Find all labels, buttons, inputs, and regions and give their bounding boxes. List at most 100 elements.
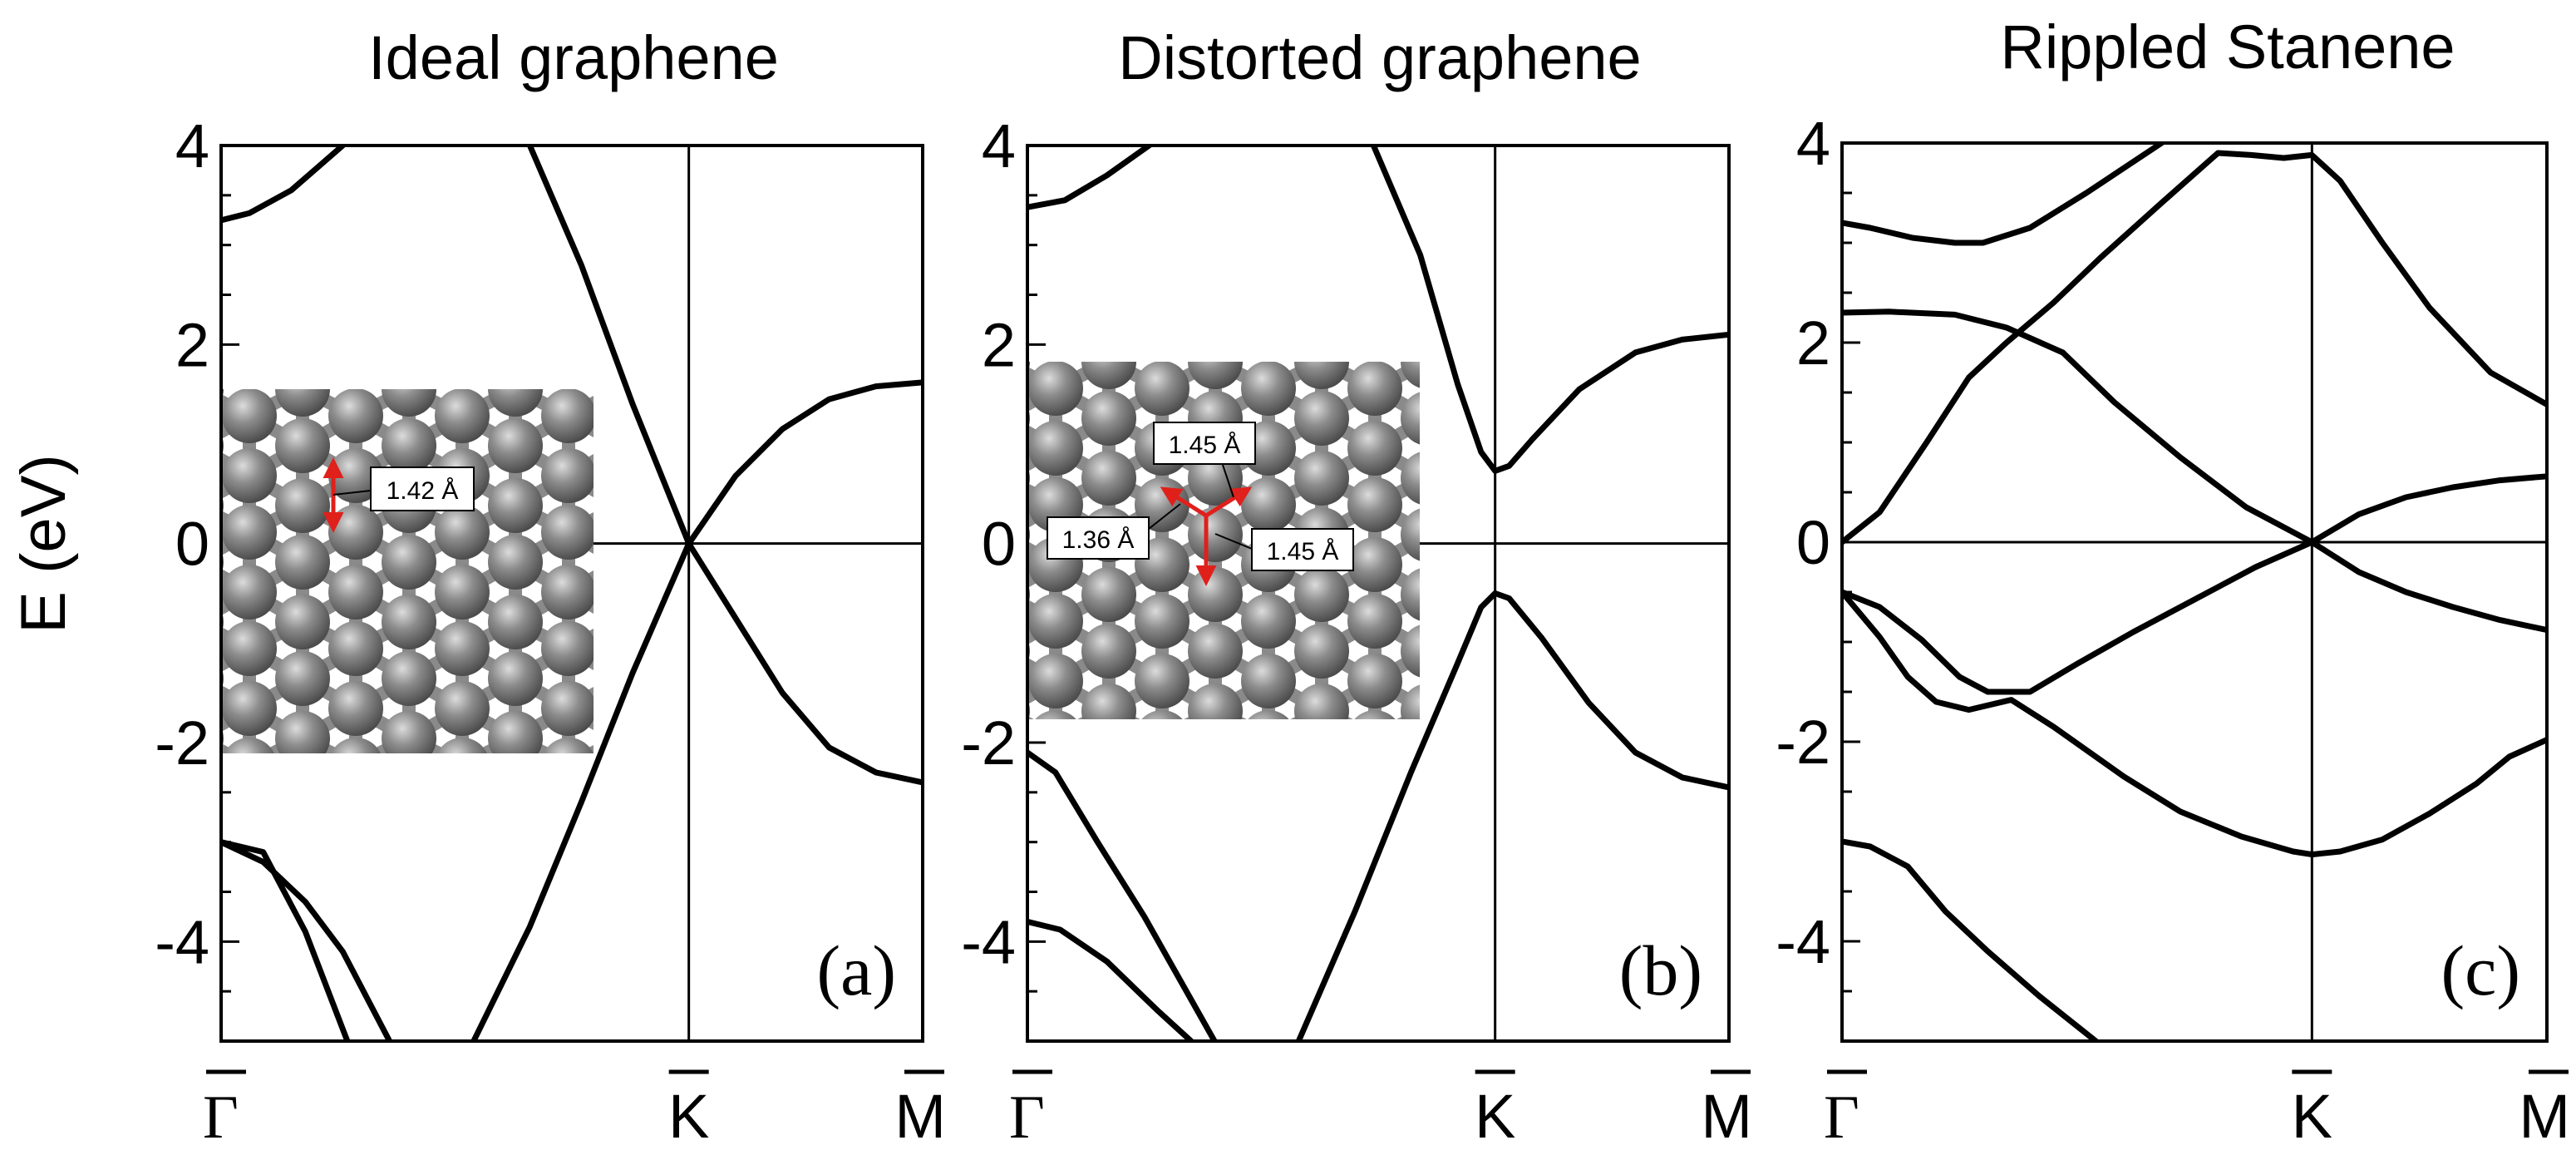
atom: [331, 738, 381, 753]
panel-label: (c): [2441, 930, 2520, 1010]
atom: [382, 595, 436, 649]
label-leader: [1221, 462, 1234, 498]
atom: [1081, 451, 1136, 506]
atom: [1029, 527, 1030, 542]
crystal-inset: 1.42 Å: [223, 389, 594, 753]
atom: [1347, 537, 1402, 592]
atom: [1354, 710, 1396, 719]
atom: [382, 651, 436, 706]
bond-length-arrow: [1160, 486, 1208, 518]
atom: [1029, 594, 1083, 649]
atom: [1294, 391, 1349, 446]
panel-title: Distorted graphene: [1118, 23, 1641, 92]
bond-label: 1.45 Å: [1169, 432, 1241, 459]
atom: [488, 418, 543, 473]
y-tick-label: 4: [982, 111, 1016, 180]
x-tick-label: M: [1701, 1082, 1752, 1151]
band-line-8: [1842, 589, 2547, 858]
band-line-3: [1842, 150, 2547, 545]
atom: [1188, 362, 1243, 389]
band-line-1: [221, 146, 346, 224]
atom: [223, 389, 277, 443]
y-tick-label: 0: [982, 510, 1016, 579]
atom: [544, 738, 594, 753]
atom: [488, 535, 543, 590]
atom: [437, 738, 487, 753]
band-line-7: [1842, 539, 2315, 695]
atom: [223, 671, 224, 686]
atom: [275, 535, 330, 590]
atom: [224, 738, 274, 753]
atom: [328, 389, 383, 443]
x-tick-label: Γ: [203, 1083, 239, 1152]
band-line-6: [221, 839, 351, 1041]
atom: [223, 389, 224, 397]
atom: [435, 621, 490, 676]
atom: [1029, 362, 1083, 416]
figure-y-axis-label: E (eV): [8, 454, 79, 633]
inset-atoms: [223, 389, 594, 753]
atom: [1141, 710, 1183, 719]
atom: [1188, 624, 1243, 679]
atom: [1401, 508, 1420, 561]
atom: [1135, 362, 1189, 416]
bond-length-arrow: [1204, 486, 1253, 518]
atom: [488, 711, 543, 753]
atom: [1029, 703, 1030, 718]
atom: [435, 565, 490, 619]
atom: [275, 651, 330, 706]
bond-label-box: [370, 466, 475, 511]
band-line-9: [1842, 838, 2099, 1041]
atom: [1347, 421, 1402, 476]
atom: [1188, 567, 1243, 622]
atom: [1029, 421, 1083, 476]
bond-label: 1.45 Å: [1267, 538, 1339, 565]
atom: [223, 555, 224, 570]
atom: [328, 681, 383, 736]
atom: [541, 621, 594, 676]
panel-label: (a): [817, 930, 896, 1010]
band-line-4: [2060, 349, 2315, 545]
atom: [382, 389, 436, 417]
y-tick-label: -2: [155, 708, 209, 777]
atom: [541, 448, 594, 503]
label-leader: [1148, 503, 1181, 530]
atom: [328, 505, 383, 560]
band-line-2: [1370, 146, 1729, 474]
atom: [223, 621, 277, 676]
x-tick-label: Γ: [1009, 1083, 1045, 1152]
band-line-6: [2308, 539, 2547, 634]
atom: [275, 711, 330, 753]
bond-label: 1.36 Å: [1062, 526, 1135, 554]
atom: [435, 505, 490, 560]
atom: [1294, 624, 1349, 679]
atom: [488, 595, 543, 649]
label-leader: [332, 490, 372, 496]
atom: [1135, 594, 1189, 649]
y-tick-label: 0: [175, 510, 209, 579]
bond-label-box: [1153, 422, 1256, 465]
band-line-4: [1027, 749, 1218, 1041]
x-tick-label: K: [668, 1082, 709, 1151]
atom: [488, 651, 543, 706]
atom: [1401, 568, 1420, 621]
atom: [1035, 710, 1076, 719]
atom: [1029, 654, 1083, 708]
atom: [382, 711, 436, 753]
atom: [328, 565, 383, 619]
atom: [1188, 684, 1243, 719]
x-tick-label: K: [1475, 1082, 1515, 1151]
y-tick-label: 4: [1796, 109, 1830, 178]
atom: [275, 595, 330, 649]
y-tick-label: -4: [155, 907, 209, 976]
atom: [1241, 477, 1296, 532]
band-line-3: [686, 379, 923, 547]
band-line-4: [470, 541, 692, 1041]
atom: [223, 615, 224, 629]
atom: [275, 389, 330, 417]
atom: [223, 505, 277, 560]
y-tick-label: -4: [961, 907, 1016, 976]
